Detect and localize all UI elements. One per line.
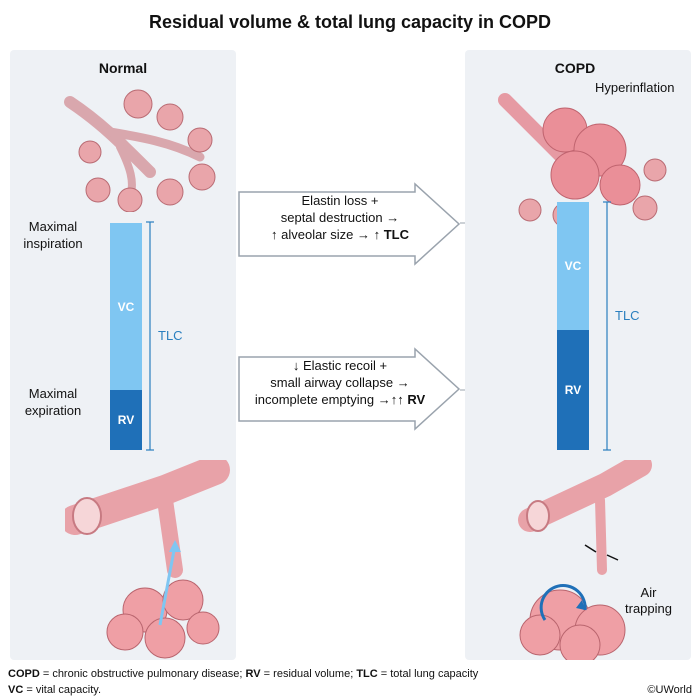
- footnote-vc-def: = vital capacity.: [23, 684, 102, 696]
- footnote-vc-abbr: VC: [8, 684, 24, 696]
- normal-tlc-label: TLC: [158, 328, 183, 343]
- footnote-tlc-abbr: TLC: [356, 668, 378, 680]
- bottom-arrow-line3: incomplete emptying →↑↑: [254, 392, 408, 407]
- footnote-copd-abbr: COPD: [8, 668, 40, 680]
- normal-vc-bar: VC: [110, 223, 142, 390]
- copd-tlc-bracket: [603, 201, 611, 451]
- copd-tlc-label: TLC: [615, 308, 640, 323]
- bottom-mechanism-arrow: ↓ Elastic recoil + small airway collapse…: [237, 347, 463, 431]
- copd-vc-bar: VC: [557, 202, 589, 330]
- copd-rv-bar: RV: [557, 330, 589, 450]
- top-arrow-line1: Elastin loss +: [301, 193, 379, 208]
- footnote-line1: COPD = chronic obstructive pulmonary dis…: [8, 668, 478, 680]
- top-arrow-emphasis: TLC: [383, 227, 409, 242]
- air-trapping-label: Air trapping: [625, 585, 672, 616]
- max-expiration-label: Maximal expiration: [24, 386, 82, 418]
- footnote-rv-abbr: RV: [245, 668, 261, 680]
- copd-airway-illustration: [518, 460, 652, 660]
- copd-title: COPD: [554, 60, 596, 76]
- bottom-arrow-line2: small airway collapse →: [270, 375, 410, 390]
- top-arrow-line3: ↑ alveolar size → ↑: [271, 227, 384, 242]
- figure-title: Residual volume & total lung capacity in…: [148, 12, 552, 32]
- footnote-tlc-def: = total lung capacity: [377, 668, 479, 680]
- copd-vc-label: VC: [564, 259, 582, 273]
- normal-panel: Normal Maximal inspiration Maximal expir…: [10, 50, 236, 660]
- normal-rv-label: RV: [117, 413, 135, 427]
- copd-alveoli-illustration: [498, 93, 667, 228]
- normal-rv-bar: RV: [110, 390, 142, 450]
- copd-rv-label: RV: [564, 383, 582, 397]
- normal-airway-illustration: [65, 460, 230, 659]
- bottom-arrow-line1: ↓ Elastic recoil +: [292, 358, 388, 373]
- top-arrow-line2: septal destruction →: [280, 210, 400, 225]
- top-mechanism-arrow: Elastin loss + septal destruction → ↑ al…: [237, 182, 463, 266]
- max-inspiration-label: Maximal inspiration: [23, 219, 83, 251]
- footnote-copd-def: = chronic obstructive pulmonary disease;: [39, 668, 246, 680]
- normal-alveoli-illustration: [64, 89, 216, 212]
- normal-tlc-bracket: [146, 221, 154, 451]
- footnote-line2: VC = vital capacity.: [8, 684, 101, 696]
- copd-panel: COPD Hyperinflation VC RV TLC: [465, 50, 691, 660]
- normal-title: Normal: [98, 60, 148, 76]
- bottom-arrow-emphasis: RV: [407, 392, 426, 407]
- footnote-rv-def: = residual volume;: [260, 668, 357, 680]
- hyperinflation-label: Hyperinflation: [595, 80, 675, 95]
- normal-vc-label: VC: [117, 299, 135, 314]
- copyright: ©UWorld: [647, 684, 692, 696]
